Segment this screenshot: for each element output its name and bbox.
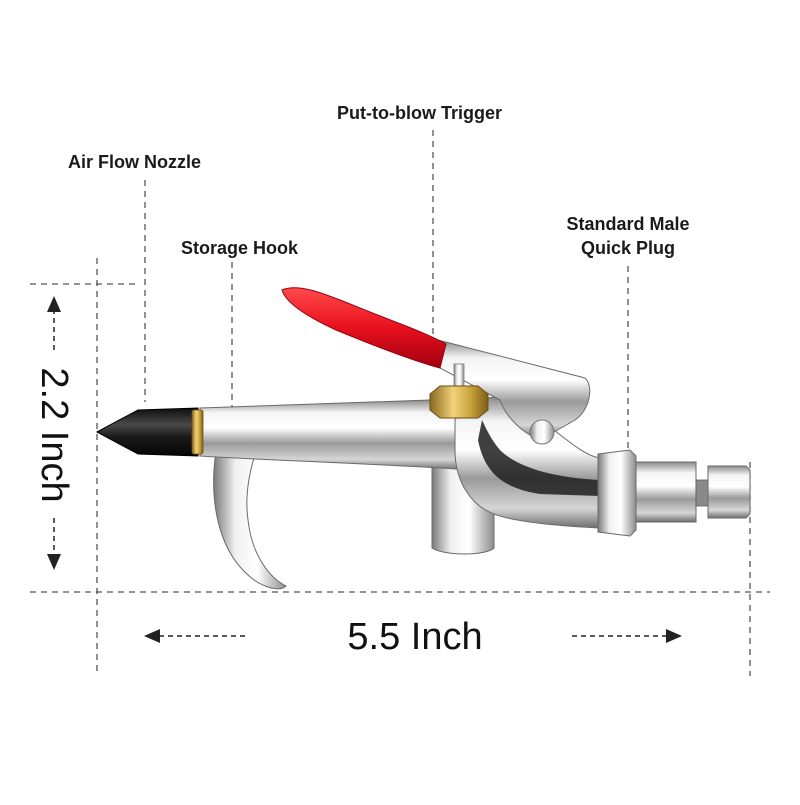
plug-hex-fitting — [597, 449, 637, 537]
label-quick-plug-line1: Standard Male — [566, 214, 690, 234]
nozzle-tip — [95, 407, 199, 457]
label-air-flow-nozzle: Air Flow Nozzle — [68, 152, 202, 172]
brass-hex-nut — [429, 385, 489, 419]
height-dimension-label: 2.2 Inch — [33, 367, 75, 503]
plug-shaft — [635, 461, 697, 523]
dimension-guides — [30, 130, 770, 676]
nozzle-brass-ring — [191, 409, 204, 455]
pivot-pin — [529, 419, 555, 445]
width-dimension-label: 5.5 Inch — [347, 616, 483, 658]
blow-gun — [95, 287, 751, 590]
height-arrow — [47, 296, 61, 570]
width-arrow — [144, 629, 682, 643]
storage-hook-grip — [213, 451, 287, 590]
label-storage-hook: Storage Hook — [181, 238, 299, 258]
valve-dark-channel — [478, 420, 600, 496]
trigger-red-grip — [281, 287, 447, 369]
label-trigger: Put-to-blow Trigger — [337, 103, 502, 123]
plug-groove — [695, 479, 709, 507]
plug-tip — [707, 465, 751, 519]
label-quick-plug-line2: Quick Plug — [580, 238, 676, 258]
label-quick-plug: Standard Male Quick Plug — [548, 212, 708, 260]
